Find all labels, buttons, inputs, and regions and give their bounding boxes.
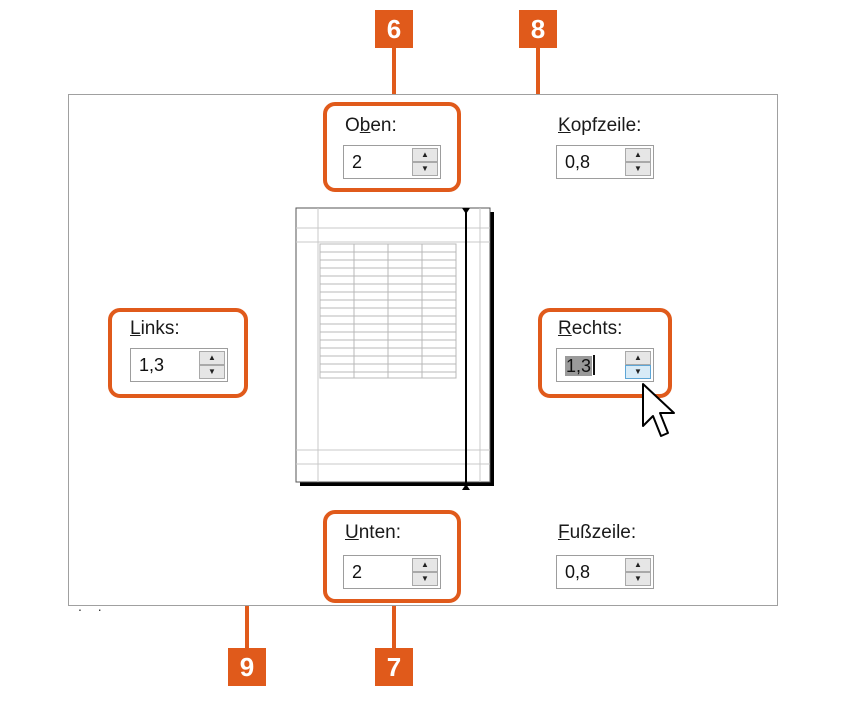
unten-up-arrow-icon[interactable]: ▲	[412, 558, 438, 572]
kopfzeile-spinbox[interactable]: 0,8 ▲ ▼	[556, 145, 654, 179]
callout-badge-6: 6	[375, 10, 413, 48]
fusszeile-up-arrow-icon[interactable]: ▲	[625, 558, 651, 572]
callout-badge-9: 9	[228, 648, 266, 686]
fusszeile-down-arrow-icon[interactable]: ▼	[625, 572, 651, 586]
fusszeile-label: Fußzeile:	[558, 522, 637, 543]
rechts-spinbox[interactable]: 1,3 ▲ ▼	[556, 348, 654, 382]
rechts-label: Rechts:	[558, 318, 623, 339]
corner-dots: . .	[78, 598, 108, 614]
unten-value[interactable]: 2	[352, 562, 363, 582]
unten-down-arrow-icon[interactable]: ▼	[412, 572, 438, 586]
mouse-pointer-icon	[642, 383, 675, 437]
rechts-value[interactable]: 1,3	[565, 355, 596, 377]
callout-badge-7: 7	[375, 648, 413, 686]
table-grid	[319, 243, 457, 379]
links-down-arrow-icon[interactable]: ▼	[199, 365, 225, 379]
callout-badge-8: 8	[519, 10, 557, 48]
oben-down-arrow-icon[interactable]: ▼	[412, 162, 438, 176]
rechts-down-arrow-icon[interactable]: ▼	[625, 365, 651, 379]
kopfzeile-up-arrow-icon[interactable]: ▲	[625, 148, 651, 162]
page-preview	[295, 207, 494, 490]
kopfzeile-down-arrow-icon[interactable]: ▼	[625, 162, 651, 176]
oben-label: Oben:	[345, 115, 397, 136]
rechts-up-arrow-icon[interactable]: ▲	[625, 351, 651, 365]
oben-value[interactable]: 2	[352, 152, 363, 172]
links-spinbox[interactable]: 1,3 ▲ ▼	[130, 348, 228, 382]
fusszeile-spinbox[interactable]: 0,8 ▲ ▼	[556, 555, 654, 589]
links-label: Links:	[130, 318, 180, 339]
unten-spinbox[interactable]: 2 ▲ ▼	[343, 555, 441, 589]
oben-up-arrow-icon[interactable]: ▲	[412, 148, 438, 162]
oben-spinbox[interactable]: 2 ▲ ▼	[343, 145, 441, 179]
links-up-arrow-icon[interactable]: ▲	[199, 351, 225, 365]
links-value[interactable]: 1,3	[139, 355, 165, 375]
unten-label: Unten:	[345, 522, 401, 543]
kopfzeile-label: Kopfzeile:	[558, 115, 642, 136]
fusszeile-value[interactable]: 0,8	[565, 562, 591, 582]
kopfzeile-value[interactable]: 0,8	[565, 152, 591, 172]
